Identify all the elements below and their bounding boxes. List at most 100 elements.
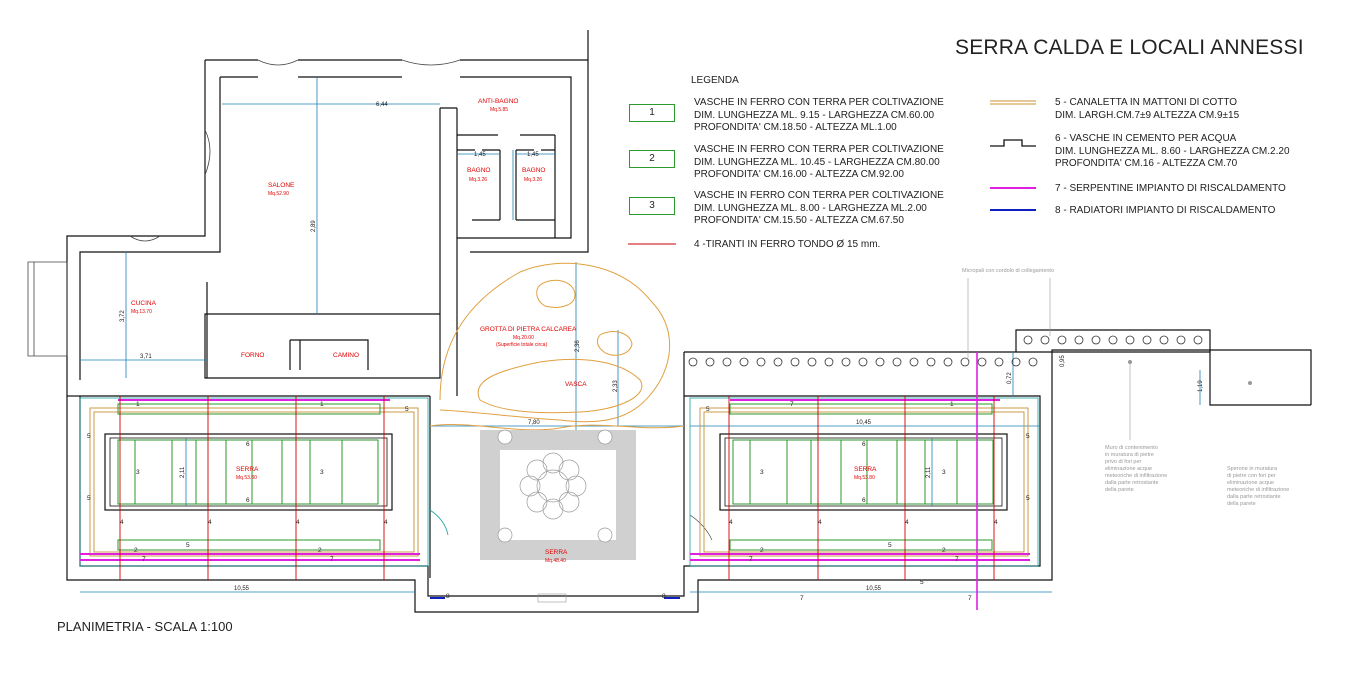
legend-item-7: 7 - SERPENTINE IMPIANTO DI RISCALDAMENTO	[1055, 183, 1286, 194]
svg-text:4: 4	[729, 519, 733, 526]
grotto-area: Mq.20.00	[513, 335, 534, 341]
dim-2-89: 2,89	[311, 220, 317, 232]
room-salone-area: Mq.52.90	[268, 191, 289, 197]
central-paving	[429, 429, 713, 603]
svg-text:5: 5	[186, 542, 190, 549]
svg-text:5: 5	[706, 406, 710, 413]
svg-text:4: 4	[296, 519, 300, 526]
legend-symbol-vasca-cemento	[990, 139, 1036, 147]
vasca-label: VASCA	[565, 381, 587, 388]
svg-text:5: 5	[87, 495, 91, 502]
svg-text:2: 2	[134, 547, 138, 554]
dim-0-95: 0,95	[1060, 355, 1066, 367]
dim-7-80: 7,80	[528, 420, 540, 426]
svg-text:7: 7	[749, 556, 753, 563]
svg-text:eliminazione acque: eliminazione acque	[1227, 480, 1274, 486]
svg-text:8: 8	[446, 593, 450, 600]
svg-text:della parete: della parete	[1105, 487, 1134, 493]
svg-text:8: 8	[662, 593, 666, 600]
room-bagno-2-area: Mq.3.26	[524, 177, 542, 183]
dimension-lines	[80, 77, 1201, 593]
svg-text:5: 5	[405, 406, 409, 413]
svg-text:dalla parte retrostante: dalla parte retrostante	[1227, 494, 1281, 500]
svg-text:Sperone in muratura: Sperone in muratura	[1227, 466, 1278, 472]
room-bagno-2-label: BAGNO	[522, 167, 545, 174]
svg-text:in muratura di pietre: in muratura di pietre	[1105, 452, 1154, 458]
svg-text:7: 7	[968, 595, 972, 602]
room-camino-label: CAMINO	[333, 352, 359, 359]
plan-scale-label: PLANIMETRIA - SCALA 1:100	[57, 619, 233, 634]
dim-3-72: 3,72	[120, 310, 126, 322]
legend-symbol-canaletta	[990, 100, 1036, 105]
svg-text:2: 2	[318, 547, 322, 554]
svg-text:4: 4	[994, 519, 998, 526]
svg-text:3: 3	[942, 469, 946, 476]
svg-text:5: 5	[888, 542, 892, 549]
serra-center-area: Mq.48.40	[545, 558, 566, 564]
dim-2-11-right: 2,11	[926, 466, 932, 478]
annotation-leaders	[967, 278, 1131, 440]
svg-text:7: 7	[790, 401, 794, 408]
dim-6-44: 6,44	[376, 102, 388, 108]
legend-item-3: VASCHE IN FERRO CON TERRA PER COLTIVAZIO…	[694, 190, 944, 226]
micropile-circles	[688, 335, 1203, 367]
note-marker-muro	[1128, 360, 1132, 364]
svg-text:meteoriche di infiltrazione: meteoriche di infiltrazione	[1227, 487, 1289, 493]
svg-text:7: 7	[800, 595, 804, 602]
svg-text:2: 2	[942, 547, 946, 554]
dim-1-19: 1,19	[1198, 380, 1204, 392]
note-sperone: Sperone in muratura di pietre con fori p…	[1227, 466, 1289, 507]
left-greenhouse	[79, 396, 429, 580]
svg-text:della parete: della parete	[1227, 501, 1256, 507]
svg-text:6: 6	[862, 441, 866, 448]
serra-right-area: Mq.53.80	[854, 475, 875, 481]
legend-item-1: VASCHE IN FERRO CON TERRA PER COLTIVAZIO…	[694, 97, 944, 133]
svg-text:4: 4	[208, 519, 212, 526]
serra-right-label: SERRA	[854, 466, 877, 473]
svg-text:dalla parte retrostante: dalla parte retrostante	[1105, 480, 1159, 486]
note-muro-contenimento: Muro di contenimento in muratura di piet…	[1105, 445, 1167, 493]
legend-key-3-box: 3	[629, 197, 675, 215]
dim-10-55-right: 10,55	[866, 586, 882, 592]
svg-text:6: 6	[862, 497, 866, 504]
legend-item-4: 4 -TIRANTI IN FERRO TONDO Ø 15 mm.	[694, 239, 881, 250]
room-anti-bagno-label: ANTI-BAGNO	[478, 98, 518, 105]
grotto-note: (Superficie totale circa)	[496, 342, 547, 348]
svg-text:3: 3	[136, 469, 140, 476]
dim-1-45-a: 1,45	[474, 152, 486, 158]
svg-text:4: 4	[120, 519, 124, 526]
svg-text:di pietre con fori per: di pietre con fori per	[1227, 473, 1276, 479]
dim-3-71: 3,71	[140, 354, 152, 360]
svg-text:1: 1	[950, 401, 954, 408]
svg-text:7: 7	[330, 556, 334, 563]
serra-left-label: SERRA	[236, 466, 259, 473]
legend-title: LEGENDA	[691, 75, 739, 86]
grotto-label: GROTTA DI PIETRA CALCAREA	[480, 326, 577, 333]
dim-0-72: 0,72	[1007, 372, 1013, 384]
svg-text:privo di fori per: privo di fori per	[1105, 459, 1142, 465]
svg-text:4: 4	[818, 519, 822, 526]
serra-center-label: SERRA	[545, 549, 568, 556]
room-anti-bagno-area: Mq.5.85	[490, 107, 508, 113]
svg-text:6: 6	[246, 441, 250, 448]
legend-key-1-box: 1	[629, 104, 675, 122]
svg-text:1: 1	[136, 401, 140, 408]
svg-text:6: 6	[246, 497, 250, 504]
svg-text:2: 2	[760, 547, 764, 554]
dim-10-45: 10,45	[856, 420, 872, 426]
room-salone-label: SALONE	[268, 182, 295, 189]
svg-text:1: 1	[320, 401, 324, 408]
svg-text:meteoriche di infiltrazione: meteoriche di infiltrazione	[1105, 473, 1167, 479]
building-walls	[66, 30, 1312, 613]
room-cucina-label: CUCINA	[131, 300, 157, 307]
grotto	[429, 262, 685, 431]
dim-2-36: 2,36	[575, 340, 581, 352]
svg-text:7: 7	[142, 556, 146, 563]
svg-text:5: 5	[87, 433, 91, 440]
drawing-title: SERRA CALDA E LOCALI ANNESSI	[955, 36, 1304, 59]
svg-text:7: 7	[955, 556, 959, 563]
svg-text:3: 3	[760, 469, 764, 476]
dim-2-11-left: 2,11	[180, 466, 186, 478]
